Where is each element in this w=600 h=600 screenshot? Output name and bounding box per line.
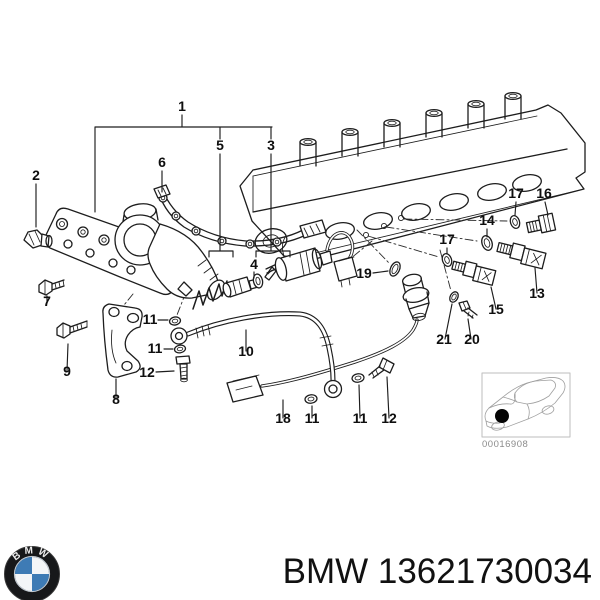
callout-11: 11 [353, 410, 368, 426]
callout-12: 12 [139, 364, 155, 380]
callout-9: 9 [63, 363, 71, 379]
callout-18: 18 [275, 410, 291, 426]
car-thumbnail: 00016908 [481, 372, 571, 450]
callout-15: 15 [488, 301, 504, 317]
bracket-8-drawing [102, 303, 143, 378]
part-location-dot [495, 409, 509, 423]
bolt-9-drawing [56, 320, 88, 339]
callout-21: 21 [436, 331, 452, 347]
callout-11: 11 [305, 410, 320, 426]
callout-5: 5 [216, 137, 224, 153]
parts-diagram: 1253647981011111218111112192120131514161… [23, 91, 586, 450]
callout-14: 14 [479, 212, 495, 228]
cylinder-head-drawing [239, 91, 586, 261]
solenoid-3-drawing [265, 231, 358, 288]
sensor-cable-18-drawing [226, 318, 419, 403]
callout-19: 19 [356, 265, 372, 281]
intake-ports [325, 174, 542, 240]
callout-2: 2 [32, 167, 40, 183]
sensors-right-drawing [441, 212, 557, 319]
callout-13: 13 [529, 285, 545, 301]
callout-11: 11 [148, 340, 163, 356]
sensor-13 [496, 241, 547, 270]
callout-11: 11 [143, 311, 158, 327]
callout-1: 1 [178, 98, 186, 114]
sensor-16 [525, 212, 557, 234]
callout-16: 16 [536, 185, 552, 201]
plug-2-drawing [23, 229, 53, 249]
callout-3: 3 [267, 137, 275, 153]
callout-12: 12 [381, 410, 397, 426]
camshaft-sensor-drawing [401, 273, 430, 322]
oil-hose-10-drawing [170, 311, 343, 399]
bolt-7-drawing [38, 279, 65, 296]
callout-7: 7 [43, 293, 51, 309]
valve-bosses [299, 91, 522, 167]
sensor-15 [451, 260, 497, 286]
guide-lines [49, 218, 508, 316]
callout-17: 17 [439, 231, 455, 247]
leader-lines [35, 114, 549, 419]
callout-20: 20 [464, 331, 480, 347]
bmw-logo-icon: BMW [4, 545, 60, 600]
callout-4: 4 [250, 256, 258, 272]
image-code: 00016908 [482, 439, 528, 450]
screw-20 [458, 300, 478, 319]
vanos-actuator-drawing [114, 203, 226, 301]
callout-17: 17 [508, 185, 524, 201]
callout-8: 8 [112, 391, 120, 407]
washers-bolts-drawing [168, 316, 395, 404]
oring-19-drawing [389, 261, 401, 277]
part-number-title: BMW 13621730034 [282, 552, 592, 591]
callout-10: 10 [238, 343, 254, 359]
callout-6: 6 [158, 154, 166, 170]
